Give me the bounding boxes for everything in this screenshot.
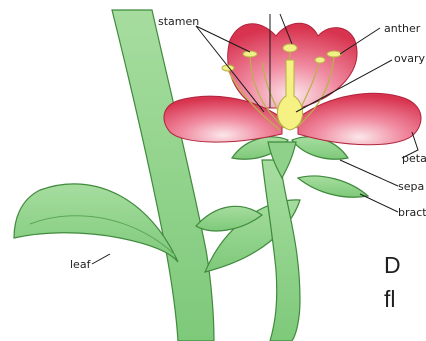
label-ovary: ovary xyxy=(394,52,426,65)
label-stamen: stamen xyxy=(158,15,199,28)
anther xyxy=(327,51,341,57)
left-leaf xyxy=(14,184,178,262)
text-fragment-1: D xyxy=(384,254,401,277)
label-bract: bract xyxy=(398,206,426,219)
label-anther: anther xyxy=(384,22,421,35)
main-stem xyxy=(112,10,214,341)
text-fragment-2: fl xyxy=(384,288,396,311)
label-petal: peta xyxy=(402,152,426,165)
label-leaf: leaf xyxy=(70,258,92,271)
anther xyxy=(283,44,297,52)
bract-right xyxy=(298,176,368,197)
anther xyxy=(315,57,325,63)
label-sepal: sepa xyxy=(398,180,424,193)
branch-stem xyxy=(262,160,300,341)
